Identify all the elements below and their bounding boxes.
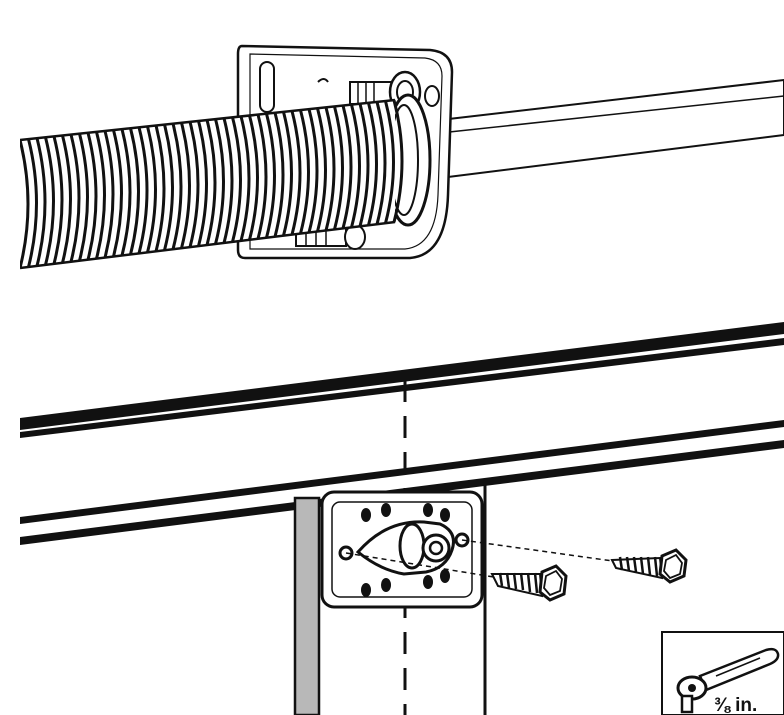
spring-coil — [103, 130, 115, 258]
spring-coil — [265, 113, 276, 239]
spring-coil — [188, 121, 200, 248]
spring-coil — [222, 117, 234, 244]
spring-coil — [316, 107, 327, 232]
spring-coil — [44, 136, 55, 266]
spring-coil — [273, 112, 285, 238]
spring-coil — [120, 128, 132, 256]
spring-coil — [392, 99, 404, 223]
socket-size-label: ⅜ in. — [714, 695, 757, 715]
spring-coil — [27, 138, 38, 268]
spring-coil — [341, 105, 353, 229]
spring-coil — [350, 104, 361, 228]
spring-coil — [333, 106, 344, 230]
torsion-assembly — [20, 44, 784, 270]
spring-coil — [35, 137, 47, 267]
mounting-plate — [320, 490, 484, 609]
spring-coil — [69, 134, 81, 263]
spring-coil — [214, 118, 225, 245]
spring-coil — [205, 119, 217, 246]
spring-coil — [239, 116, 251, 242]
spring-coil — [86, 132, 98, 261]
spring-coil — [324, 106, 336, 231]
lag-screw-lower — [490, 564, 568, 602]
spring-coil — [112, 129, 123, 257]
spring-coil — [375, 101, 387, 225]
spring-coil — [367, 102, 378, 226]
tool-callout: ⅜ in. — [661, 631, 784, 715]
spring-coil — [307, 108, 319, 233]
spring-coil — [163, 124, 174, 251]
torsion-spring — [20, 98, 404, 270]
spring-coil — [129, 127, 140, 255]
guide-line-lower — [345, 552, 501, 579]
spring-coil — [171, 123, 183, 250]
spring-coil — [52, 136, 64, 265]
lag-screw-upper — [610, 548, 688, 584]
spring-coil — [290, 110, 302, 236]
spring-coil — [95, 131, 106, 259]
torsion-shaft — [439, 78, 784, 180]
spring-coil — [256, 114, 268, 240]
spring-coil — [146, 126, 157, 253]
spring-coil — [197, 120, 208, 247]
spring-coil — [180, 122, 191, 249]
door-jamb — [293, 480, 487, 715]
ratchet-wrench-icon — [676, 647, 780, 714]
spring-coil — [248, 115, 259, 241]
spring-coil — [78, 133, 89, 262]
spring-coil — [61, 135, 72, 264]
spring-coil — [384, 100, 395, 224]
spring-coil — [231, 116, 242, 243]
spring-coil — [20, 139, 30, 269]
spring-coil — [282, 111, 293, 237]
spring-coil — [299, 109, 310, 234]
spring-coil — [154, 125, 166, 252]
spring-coil — [137, 126, 149, 254]
spring-coil — [358, 103, 370, 227]
